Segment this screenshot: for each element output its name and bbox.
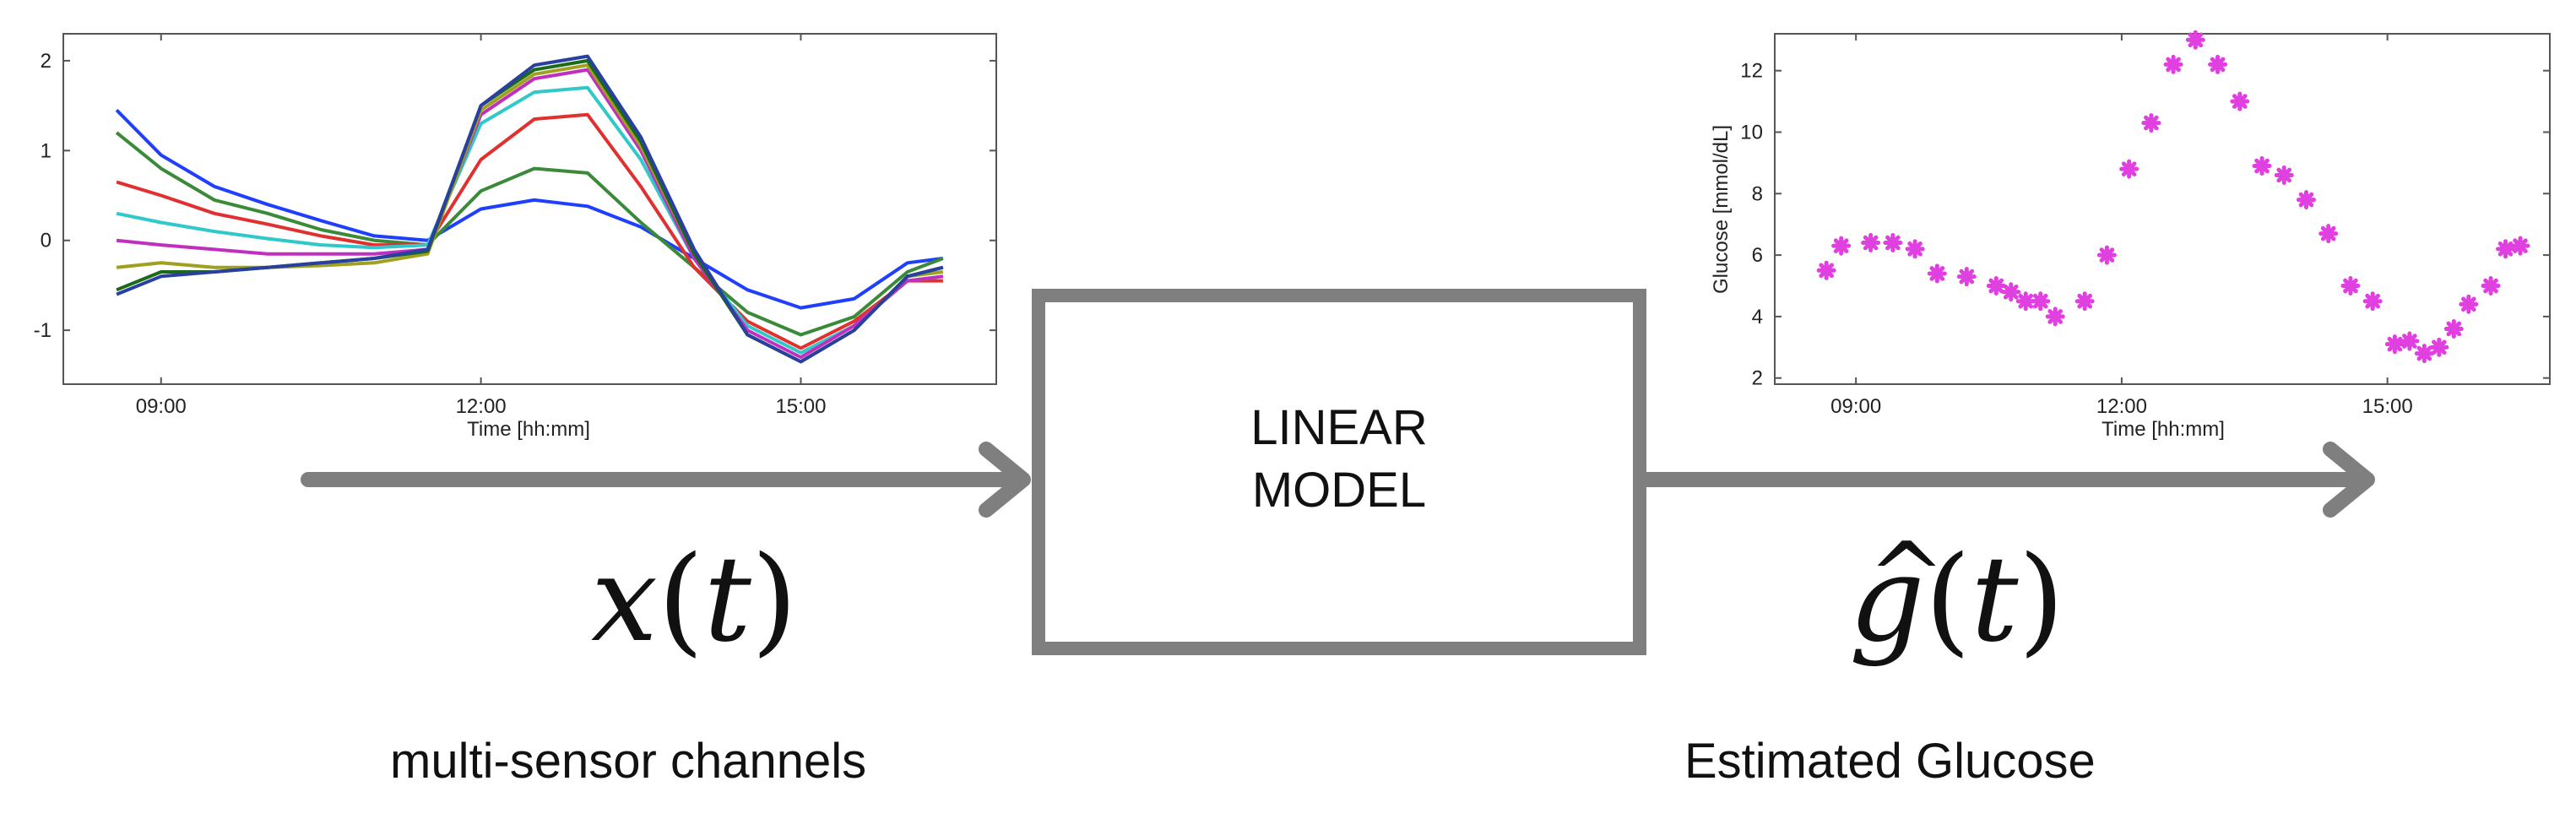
glucose-point bbox=[2362, 291, 2383, 312]
glucose-point bbox=[1883, 233, 1903, 253]
output-signal-label: g ^ (t) bbox=[1849, 522, 2064, 659]
sensor-channel-line-4 bbox=[116, 85, 944, 355]
glucose-point bbox=[2001, 282, 2021, 302]
sensor-channel-line-8 bbox=[116, 54, 944, 364]
glucose-point bbox=[2208, 54, 2228, 74]
glucose-point bbox=[2429, 337, 2449, 357]
glucose-plot-frame bbox=[1774, 33, 2551, 385]
glucose-point bbox=[2510, 236, 2530, 256]
glucose-point bbox=[1816, 260, 1836, 280]
output-caption: Estimated Glucose bbox=[1684, 734, 2096, 789]
output-hat: ^ bbox=[1868, 522, 1946, 630]
glucose-point bbox=[2119, 159, 2139, 179]
glucose-point bbox=[2318, 224, 2339, 244]
glucose-xtick-label: 12:00 bbox=[2096, 395, 2147, 418]
glucose-ylabel: Glucose [mmol/dL] bbox=[1710, 125, 1733, 294]
glucose-ytick-label: 8 bbox=[1752, 182, 1763, 205]
linear-model-label-line1: LINEAR bbox=[1250, 400, 1428, 455]
sensor-xlabel: Time [hh:mm] bbox=[467, 418, 590, 441]
glucose-xtick-label: 09:00 bbox=[1830, 395, 1881, 418]
glucose-point bbox=[2443, 318, 2464, 339]
glucose-point bbox=[2496, 239, 2516, 259]
glucose-point bbox=[2015, 291, 2036, 312]
glucose-point bbox=[2031, 291, 2051, 312]
sensor-ytick-label: 1 bbox=[41, 139, 52, 162]
glucose-point bbox=[2400, 331, 2420, 351]
glucose-point bbox=[2252, 156, 2272, 176]
input-arrow bbox=[301, 442, 1031, 518]
sensor-plot-frame bbox=[62, 33, 997, 385]
input-caption: multi-sensor channels bbox=[390, 734, 867, 789]
glucose-point bbox=[1861, 233, 1881, 253]
input-arg: t bbox=[703, 531, 751, 669]
glucose-point bbox=[1956, 267, 1977, 287]
glucose-ytick-label: 4 bbox=[1752, 306, 1763, 328]
glucose-point bbox=[2459, 294, 2479, 314]
input-signal-label: x(t) bbox=[591, 531, 798, 669]
sensor-ytick-label: 0 bbox=[41, 230, 52, 252]
glucose-ytick-label: 10 bbox=[1740, 121, 1763, 144]
input-var: x bbox=[591, 531, 658, 669]
glucose-point bbox=[1905, 239, 1925, 259]
glucose-point bbox=[2163, 54, 2183, 74]
sensor-xtick-label: 15:00 bbox=[775, 395, 826, 418]
glucose-point bbox=[2185, 30, 2205, 50]
linear-model-label-line2: MODEL bbox=[1251, 463, 1427, 518]
glucose-xtick-label: 15:00 bbox=[2362, 395, 2413, 418]
linear-model-label: LINEAR MODEL bbox=[1039, 397, 1640, 522]
glucose-point bbox=[2274, 165, 2294, 185]
glucose-point bbox=[2045, 306, 2065, 327]
sensor-channel-line-1 bbox=[115, 108, 944, 310]
sensor-channels-chart: 09:00 12:00 15:00 -1 0 1 2 Time [hh:mm] bbox=[34, 33, 997, 441]
glucose-point bbox=[2414, 344, 2434, 364]
glucose-ytick-label: 12 bbox=[1740, 60, 1763, 83]
glucose-ytick-label: 6 bbox=[1752, 244, 1763, 267]
glucose-ytick-label: 2 bbox=[1752, 367, 1763, 390]
sensor-ytick-label: 2 bbox=[41, 50, 52, 73]
glucose-point bbox=[2230, 91, 2250, 111]
sensor-ytick-label: -1 bbox=[34, 319, 52, 342]
glucose-xlabel: Time [hh:mm] bbox=[2101, 418, 2225, 441]
sensor-channel-line-5 bbox=[116, 68, 944, 360]
sensor-channel-line-2 bbox=[115, 131, 944, 337]
glucose-point bbox=[2096, 245, 2117, 265]
output-arg: t bbox=[1971, 531, 2019, 669]
sensor-channel-line-3 bbox=[116, 112, 943, 350]
glucose-point bbox=[2296, 190, 2316, 210]
glucose-point bbox=[2481, 276, 2501, 296]
output-var: g bbox=[1849, 531, 1925, 669]
glucose-point bbox=[1986, 276, 2006, 296]
sensor-xtick-label: 09:00 bbox=[136, 395, 187, 418]
glucose-chart: 09:00 12:00 15:00 2 4 6 8 10 12 Time [hh:mm] Glu… bbox=[1710, 30, 2551, 441]
sensor-xtick-label: 12:00 bbox=[456, 395, 507, 418]
glucose-point bbox=[2141, 113, 2161, 133]
glucose-point bbox=[2384, 334, 2405, 355]
glucose-point bbox=[2340, 276, 2361, 296]
glucose-point bbox=[1831, 236, 1852, 256]
output-arrow bbox=[1639, 442, 2375, 518]
glucose-point bbox=[1927, 263, 1947, 284]
glucose-point bbox=[2074, 291, 2095, 312]
